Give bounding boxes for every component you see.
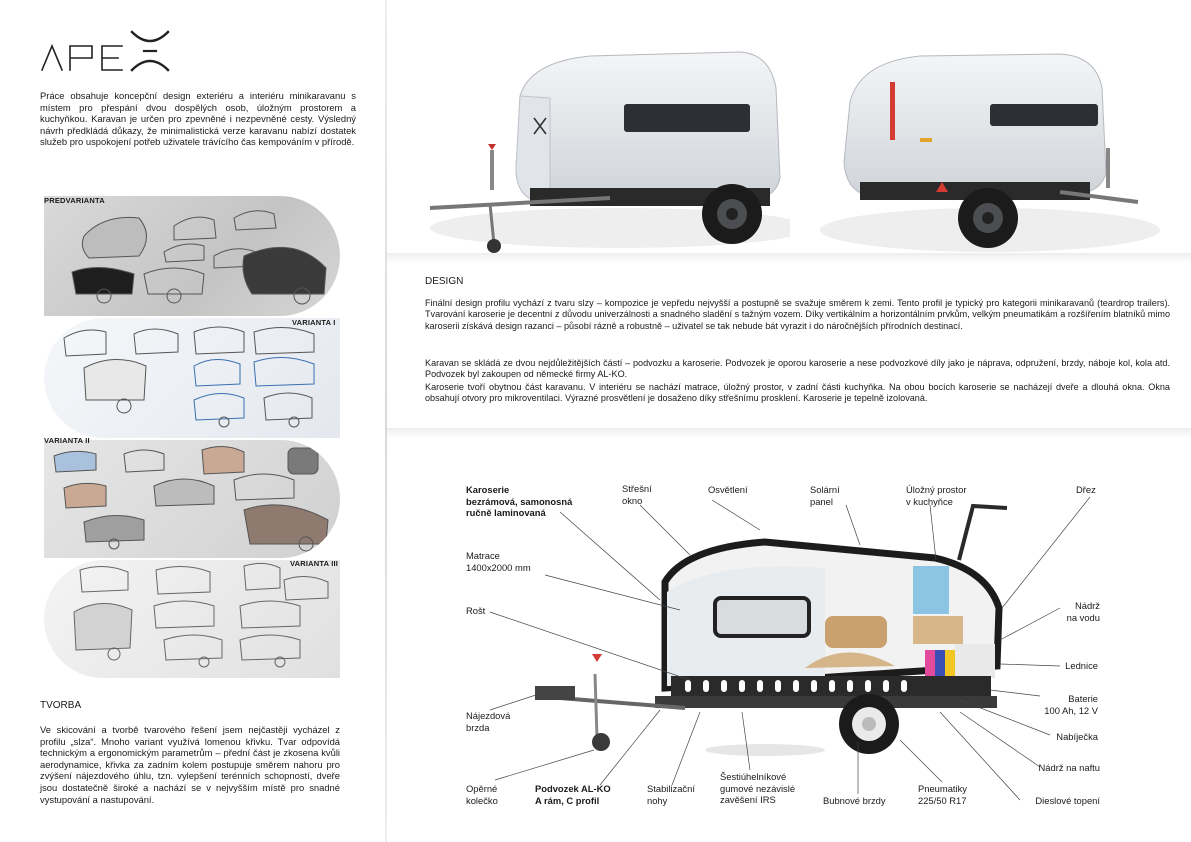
callout-dieslove-topeni: Dieslové topení: [1035, 795, 1100, 806]
callout-bubnove-brzdy: Bubnové brzdy: [823, 795, 886, 806]
callout-nadrz-nafta: Nádrž na naftu: [1038, 762, 1101, 773]
label-predvarianta: PREDVARIANTA: [44, 196, 105, 205]
callout-nabijecka: Nabíječka: [1056, 731, 1098, 742]
callout-zaveseni: Šestiúhelníkové gumové nezávislé zavěšen…: [720, 771, 796, 806]
callout-stabilizacni-nohy: Stabilizační nohy: [647, 783, 695, 806]
tvorba-heading: TVORBA: [40, 700, 82, 711]
design-paragraph-1: Finální design profilu vychází z tvaru s…: [425, 298, 1170, 331]
callout-operne-kolecko: Opěrné kolečko: [466, 783, 498, 806]
horizontal-divider-top: [387, 253, 1191, 263]
callout-nadrz-voda: Nádrž na vodu: [1066, 600, 1100, 623]
sketch-predvarianta: [44, 196, 340, 316]
sketch-drawing: [53, 446, 329, 552]
callout-rost: Rošt: [466, 605, 486, 616]
callout-podvozek: Podvozek AL-KO A rám, C profil: [535, 783, 611, 806]
callout-karoserie: Karoserie bezrámová, samonosná ručně lam…: [466, 484, 573, 519]
caravan-render-front: [429, 51, 790, 253]
horizontal-divider-bottom: [387, 428, 1191, 438]
design-paragraph-3: Karoserie tvoří obytnou část karavanu. V…: [425, 382, 1170, 404]
apex-logo: [40, 30, 170, 72]
callout-matrace: Matrace 1400x2000 mm: [466, 550, 531, 573]
caravan-render-rear: [820, 53, 1160, 252]
callout-najezdova-brzda: Nájezdová brzda: [466, 710, 511, 733]
sketch-varianta-1: [44, 318, 340, 438]
callout-solarni-panel: Solární panel: [810, 484, 840, 507]
callout-osvetleni: Osvětlení: [708, 484, 748, 495]
sketch-drawing: [63, 326, 315, 428]
vertical-divider: [385, 0, 387, 842]
design-paragraph-2: Karavan se skládá ze dvou nejdůležitější…: [425, 358, 1170, 380]
sketch-drawing: [73, 562, 329, 668]
label-varianta-1: VARIANTA I: [292, 318, 336, 327]
callout-baterie: Baterie 100 Ah, 12 V: [1044, 693, 1098, 716]
callout-stresni-okno: Střešní okno: [622, 483, 652, 506]
caravan-cutaway: [534, 503, 1008, 756]
sketch-varianta-3: [44, 560, 340, 678]
sketch-varianta-2: [44, 440, 340, 558]
callout-pneumatiky: Pneumatiky 225/50 R17: [918, 783, 967, 806]
label-varianta-3: VARIANTA III: [290, 559, 339, 568]
callout-lednice: Lednice: [1065, 660, 1098, 671]
intro-text: Práce obsahuje koncepční design exteriér…: [40, 90, 356, 148]
callout-ulozny-prostor: Úložný prostor v kuchyňce: [906, 484, 967, 507]
tvorba-text: Ve skicování a tvorbě tvarového řešení j…: [40, 724, 340, 805]
callout-drez: Dřez: [1076, 484, 1096, 495]
sketch-drawing: [71, 210, 327, 305]
design-heading: DESIGN: [425, 276, 464, 287]
label-varianta-2: VARIANTA II: [44, 436, 90, 445]
